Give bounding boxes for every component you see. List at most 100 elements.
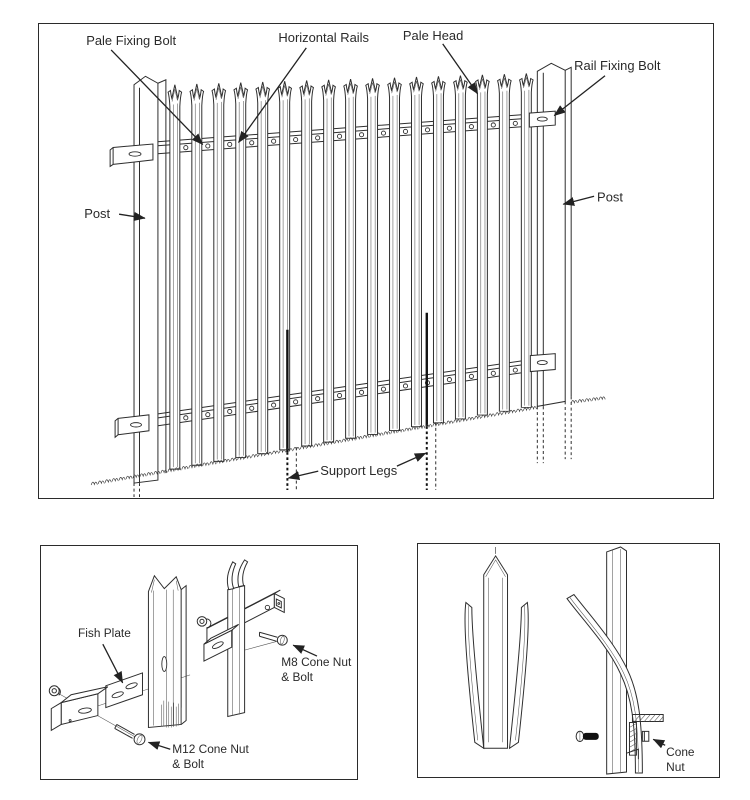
pale: [409, 76, 424, 428]
cone-nut-arrow: [652, 738, 666, 749]
rail-bolt: [293, 137, 299, 143]
post-left-label: Post: [84, 206, 110, 221]
support-leg-right: [425, 312, 437, 491]
rail-bolt: [183, 145, 189, 151]
rail-bolt: [468, 373, 474, 379]
support-legs-arrow-right: [396, 452, 427, 467]
rail-bolt: [446, 377, 452, 383]
m12-bracket: [50, 686, 109, 732]
rail-bolts: [183, 120, 518, 421]
left-post-lower-bracket: [114, 414, 150, 439]
rail-bolt: [380, 386, 387, 392]
post-left-arrow: [118, 212, 146, 221]
horizontal-rails-label: Horizontal Rails: [278, 30, 369, 45]
rail-bolt: [315, 135, 321, 141]
rail-bolt: [271, 138, 277, 144]
right-post-rail-end-bracket-bottom: [529, 353, 556, 373]
pale: [167, 84, 183, 470]
hatched-rail-section: [626, 714, 664, 764]
rail-bolt: [337, 392, 343, 399]
horizontal-rails-arrow: [238, 47, 307, 144]
rail-bolt: [337, 133, 343, 139]
pale: [299, 80, 314, 447]
pale-head-front-view: [464, 546, 529, 750]
rail-bolt: [402, 383, 409, 389]
rail-bolt: [183, 415, 189, 421]
m8-arrow: [292, 644, 318, 657]
m12-arrow: [147, 741, 171, 750]
pale-head-detail-panel: Cone Nut: [417, 543, 720, 778]
support-legs-label: Support Legs: [320, 463, 397, 478]
rail-bolt: [512, 120, 518, 126]
m12-cone-nut: [48, 685, 61, 697]
rail-bolt: [424, 127, 431, 133]
pale: [277, 80, 292, 451]
rail-fixing-bolt-label: Rail Fixing Bolt: [574, 58, 661, 73]
pale-head-label: Pale Head: [403, 28, 463, 43]
pale: [365, 77, 380, 435]
rail-bolt: [359, 389, 365, 395]
rail-bolt: [315, 396, 321, 402]
fish-plate-detail-drawing: Fish Plate M8 Cone Nut & Bolt M12 Cone N…: [48, 559, 352, 771]
rail-bolt: [227, 141, 233, 147]
grass-line: [90, 396, 606, 486]
pale-fixing-bolt-label: Pale Fixing Bolt: [86, 33, 176, 48]
pale-head-arrow: [442, 43, 479, 95]
pales: [167, 72, 534, 470]
rail-bolt: [446, 125, 452, 131]
m8-bolt: [258, 631, 288, 646]
pale: [453, 75, 468, 420]
rail-bolt: [205, 143, 211, 149]
rail-bolt: [359, 132, 365, 138]
m12-label-line2: & Bolt: [172, 757, 204, 771]
rail-fixing-bolt-arrow: [553, 75, 606, 117]
pale: [321, 79, 336, 443]
pale: [431, 75, 446, 424]
right-post: [528, 62, 572, 464]
pale: [475, 74, 490, 416]
rail-bolt: [271, 402, 277, 408]
rail-bolt: [293, 399, 299, 405]
rail-bolt: [512, 367, 518, 373]
rail-bolt: [227, 408, 233, 415]
pale: [497, 73, 512, 412]
fish-plate-arrow: [102, 643, 124, 684]
m8-bracket: [203, 623, 239, 662]
support-leg-left: [286, 329, 297, 491]
fish-plate-label: Fish Plate: [78, 626, 131, 640]
pale-head-detail-drawing: Cone Nut: [464, 546, 695, 775]
pale: [211, 82, 227, 462]
m8-cone-nut: [196, 616, 212, 629]
m8-label-line1: M8 Cone Nut: [281, 655, 352, 669]
pale: [255, 81, 270, 455]
m8-label-line2: & Bolt: [281, 670, 313, 684]
rail-bolt: [249, 405, 255, 411]
post-right-label: Post: [597, 189, 623, 204]
fence-assembly-drawing: Pale Fixing Bolt Horizontal Rails Pale H…: [84, 28, 661, 498]
rail-bolt: [490, 122, 496, 128]
fence-labels: Pale Fixing Bolt Horizontal Rails Pale H…: [84, 28, 661, 480]
pale-head-side-view: [566, 546, 664, 775]
rail-bolt: [402, 128, 409, 134]
rail-bolt: [205, 412, 211, 418]
detail-pale-front: [147, 574, 187, 728]
pale: [343, 78, 358, 439]
post-right-arrow: [562, 195, 595, 206]
detail-pale-side: [226, 559, 249, 718]
support-legs-arrow-left: [287, 470, 319, 480]
rail-bolt: [490, 370, 496, 376]
cone-nut-label-line2: Nut: [666, 760, 685, 774]
left-post-upper-bracket: [109, 143, 154, 168]
rail-bolt: [468, 124, 474, 130]
pale-fixing-bolt-arrow: [110, 49, 204, 145]
m12-bolt: [114, 724, 146, 746]
m12-label-line1: M12 Cone Nut: [172, 742, 249, 756]
rail-bolt: [249, 140, 255, 146]
fish-plate-detail-panel: Fish Plate M8 Cone Nut & Bolt M12 Cone N…: [40, 545, 358, 780]
cone-nut: [641, 730, 650, 742]
right-post-rail-end-bracket-top: [528, 110, 556, 128]
pale: [387, 77, 402, 432]
fish-plate: [105, 672, 143, 709]
fence-assembly-panel: Pale Fixing Bolt Horizontal Rails Pale H…: [38, 23, 714, 499]
left-post: [109, 75, 167, 498]
